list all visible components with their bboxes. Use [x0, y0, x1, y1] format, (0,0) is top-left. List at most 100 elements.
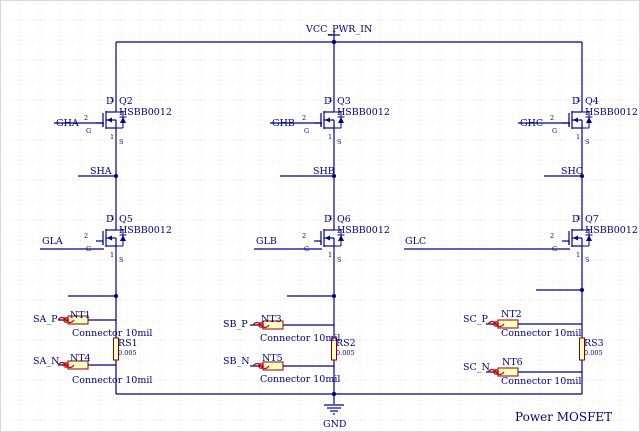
pin-number-drain: 3: [110, 96, 114, 104]
pin-number-source: 1: [576, 251, 580, 259]
pin-letter-gate: G: [552, 127, 557, 135]
pin-letter-source: S: [119, 138, 123, 146]
pin-letter-drain: D: [324, 214, 332, 225]
shunt-designator: RS1: [118, 338, 138, 349]
pin-number-gate: 2: [302, 232, 306, 240]
net-tie-designator: NT3: [261, 314, 282, 325]
pin-letter-gate: G: [552, 245, 557, 253]
sheet-title: Power MOSFET: [515, 410, 612, 424]
junction-dots: [114, 39, 584, 397]
ground-rail-wiring: [116, 393, 582, 404]
pin-letter-source: S: [119, 256, 123, 264]
pin-number-gate: 2: [84, 232, 88, 240]
pin-letter-source: S: [337, 256, 341, 264]
pin-number-drain: 3: [328, 96, 332, 104]
net-tie-designator: NT4: [70, 353, 91, 364]
phase-leg-c-wiring: [486, 140, 583, 394]
pin-letter-drain: D: [106, 214, 114, 225]
pin-letter-gate: G: [86, 245, 91, 253]
mosfet-part-number: HSBB0012: [585, 107, 638, 118]
gate-net-label: GHA: [56, 118, 79, 129]
pin-number-drain: 3: [328, 214, 332, 222]
pin-letter-drain: D: [324, 96, 332, 107]
phase-net-label-sha: SHA: [90, 166, 112, 177]
mosfet-group: 312DSGQ2HSBB0012GHA312DSGQ3HSBB0012GHB31…: [42, 96, 638, 264]
gate-net-label: GLA: [42, 236, 63, 247]
gate-wiring: [40, 122, 570, 250]
mosfet-part-number: HSBB0012: [119, 225, 172, 236]
net-tie-designator: NT2: [501, 309, 522, 320]
pin-number-drain: 3: [110, 214, 114, 222]
pin-letter-gate: G: [304, 245, 309, 253]
pin-number-source: 1: [328, 251, 332, 259]
pin-number-source: 1: [110, 133, 114, 141]
mosfet-designator: Q7: [585, 214, 599, 225]
pin-letter-source: S: [585, 138, 589, 146]
ground-net-label: GND: [323, 419, 347, 430]
net-tie-designator: NT5: [262, 353, 283, 364]
pin-number-source: 1: [110, 251, 114, 259]
sense-net-label: SC_P: [463, 314, 489, 325]
pin-letter-source: S: [337, 138, 341, 146]
sense-net-label: SA_P: [33, 314, 58, 325]
pin-letter-gate: G: [304, 127, 309, 135]
mosfet-designator: Q3: [337, 96, 351, 107]
pin-letter-drain: D: [572, 214, 580, 225]
net-tie-description: Connector 10mil: [72, 328, 152, 339]
mosfet-part-number: HSBB0012: [337, 107, 390, 118]
pin-letter-drain: D: [106, 96, 114, 107]
mosfet-part-number: HSBB0012: [585, 225, 638, 236]
gate-net-label: GHC: [520, 118, 543, 129]
shunt-value: 0.005: [584, 349, 603, 357]
ground-symbol: [324, 404, 344, 415]
power-net-label: VCC_PWR_IN: [305, 24, 372, 35]
sense-net-label: SB_N: [223, 356, 250, 367]
pin-number-gate: 2: [84, 114, 88, 122]
pin-number-gate: 2: [550, 114, 554, 122]
gate-net-label: GHB: [272, 118, 295, 129]
shunt-value: 0.005: [118, 349, 137, 357]
sense-net-label: SB_P: [223, 319, 248, 330]
shunt-designator: RS3: [584, 338, 604, 349]
pin-number-drain: 3: [576, 96, 580, 104]
pin-number-gate: 2: [550, 232, 554, 240]
shunt-designator: RS2: [336, 338, 356, 349]
net-tie-description: Connector 10mil: [501, 328, 581, 339]
pin-number-source: 1: [576, 133, 580, 141]
phase-net-label-shb: SHB: [313, 166, 335, 177]
net-tie-designator: NT1: [70, 310, 91, 321]
power-rail-wiring: [115, 29, 583, 100]
pin-number-gate: 2: [302, 114, 306, 122]
net-tie-description: Connector 10mil: [260, 374, 340, 385]
net-tie-description: Connector 10mil: [72, 375, 152, 386]
pin-letter-source: S: [585, 256, 589, 264]
net-tie-description: Connector 10mil: [501, 376, 581, 387]
net-tie-description: Connector 10mil: [260, 333, 340, 344]
mosfet-part-number: HSBB0012: [337, 225, 390, 236]
mosfet-designator: Q2: [119, 96, 133, 107]
pin-letter-drain: D: [572, 96, 580, 107]
sense-net-label: SC_N: [463, 362, 490, 373]
sense-net-label: SA_N: [33, 356, 59, 367]
pin-number-drain: 3: [576, 214, 580, 222]
shunt-value: 0.005: [336, 349, 355, 357]
pin-number-source: 1: [328, 133, 332, 141]
net-tie-designator: NT6: [502, 357, 523, 368]
phase-net-label-shc: SHC: [561, 166, 583, 177]
